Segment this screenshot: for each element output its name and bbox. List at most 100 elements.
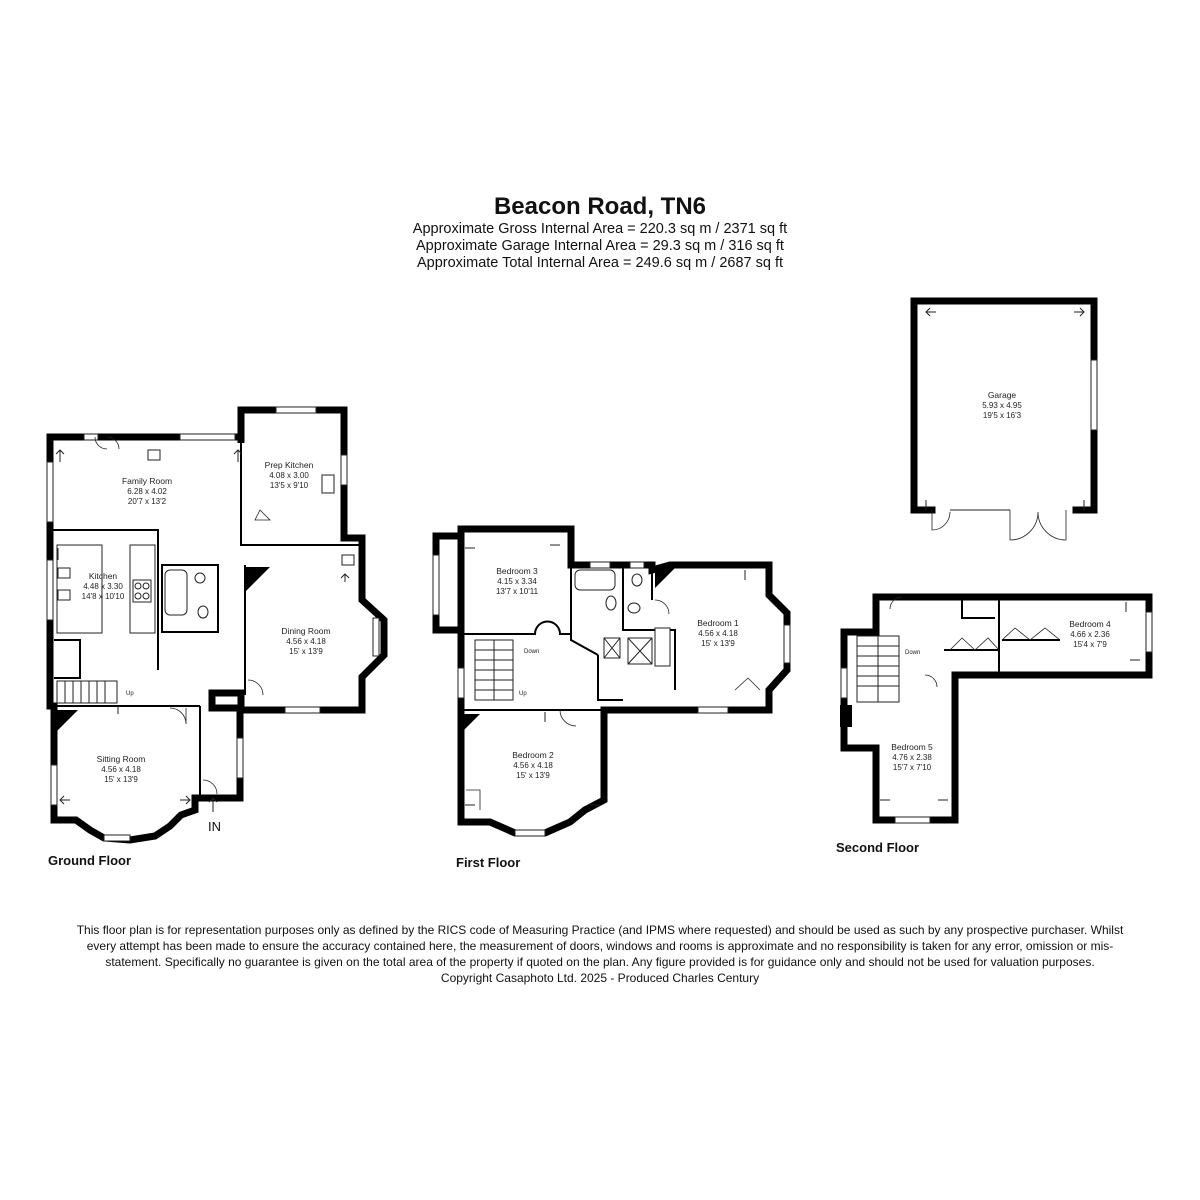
hob-ring-icon xyxy=(134,592,142,600)
garage-outer-wall xyxy=(910,297,1098,514)
shower-icon xyxy=(627,637,653,665)
sitting-room-window xyxy=(50,764,58,806)
garage-side-window xyxy=(1090,359,1098,431)
ground-floor-outer-wall xyxy=(46,406,388,844)
prep-kitchen-window xyxy=(275,406,317,414)
bedroom-2-metric: 4.56 x 4.18 xyxy=(513,761,553,770)
family-room-french-door xyxy=(106,436,120,450)
fireplace-icon xyxy=(147,449,161,461)
kitchen-window xyxy=(46,559,54,621)
ground-floor-plan: Family Room 6.28 x 4.02 20'7 x 13'2 Prep… xyxy=(46,406,388,844)
bedroom-2-imperial: 15' x 13'9 xyxy=(516,771,550,780)
family-room-french-door xyxy=(94,436,108,450)
kitchen-imperial: 14'8 x 10'10 xyxy=(82,592,125,601)
bedroom-4-imperial: 15'4 x 7'9 xyxy=(1073,640,1107,649)
first-floor-label: First Floor xyxy=(456,855,521,870)
kitchen-metric: 4.48 x 3.30 xyxy=(83,582,123,591)
boiler-icon xyxy=(341,554,355,566)
gross-internal-area: Approximate Gross Internal Area = 220.3 … xyxy=(412,221,788,237)
sink-icon xyxy=(57,589,71,601)
second-floor-cupboard xyxy=(961,597,995,619)
kitchen-worktop xyxy=(56,544,103,634)
sitting-room-door xyxy=(169,707,187,725)
property-title: Beacon Road, TN6 xyxy=(493,193,707,220)
bedroom-3-wall xyxy=(461,620,571,635)
ensuite-wall xyxy=(622,565,676,690)
bedroom-2-bay-window xyxy=(514,829,546,837)
prep-kitchen-label: Prep Kitchen xyxy=(265,460,314,470)
bathroom-window xyxy=(589,561,611,569)
first-floor-stairs xyxy=(474,639,514,701)
bedroom-1-window xyxy=(697,706,729,714)
sitting-room-label: Sitting Room xyxy=(97,754,146,764)
bedroom-5-label: Bedroom 5 xyxy=(891,742,933,752)
family-room-label: Family Room xyxy=(122,476,172,486)
garage-imperial: 19'5 x 16'3 xyxy=(983,411,1022,420)
bath-icon xyxy=(164,569,188,616)
basin-icon xyxy=(194,572,206,584)
hob-icon xyxy=(132,579,152,603)
prep-kitchen-step xyxy=(254,509,271,521)
second-floor-plan: Bedroom 4 4.66 x 2.36 15'4 x 7'9 Bedroom… xyxy=(840,593,1153,824)
hob-ring-icon xyxy=(134,582,142,590)
first-stairs-up-label: Up xyxy=(519,691,527,697)
second-floor-stairs xyxy=(856,635,900,703)
first-stairs-down-label: Down xyxy=(524,649,539,655)
bedroom-4-metric: 4.66 x 2.36 xyxy=(1070,630,1110,639)
family-room-side-window xyxy=(46,461,54,523)
garage-internal-area: Approximate Garage Internal Area = 29.3 … xyxy=(416,238,784,254)
kitchen-wall xyxy=(50,529,159,670)
prep-kitchen-imperial: 13'5 x 9'10 xyxy=(270,481,309,490)
second-floor-door xyxy=(889,596,903,610)
bedroom-1-door xyxy=(654,599,670,615)
sink-icon xyxy=(57,567,71,579)
wardrobe-icon xyxy=(654,627,671,667)
dimension-arrows xyxy=(55,307,1140,806)
entrance-label: IN xyxy=(208,819,221,834)
eaves-storage-doors xyxy=(949,637,1000,651)
first-floor-bath-icon xyxy=(574,569,616,591)
bedroom-2-door xyxy=(559,709,577,727)
kitchen-label: Kitchen xyxy=(89,571,118,581)
bedroom-2-corner-infill xyxy=(461,714,480,733)
hob-ring-icon xyxy=(142,592,150,600)
dining-room-bay-window xyxy=(372,617,380,657)
plan-footer: This floor plan is for representation pu… xyxy=(70,922,1130,986)
family-room-imperial: 20'7 x 13'2 xyxy=(128,497,167,506)
dining-room-metric: 4.56 x 4.18 xyxy=(286,637,326,646)
bedroom-5-door xyxy=(924,674,938,688)
ground-stairs-up-label: Up xyxy=(126,691,134,697)
bedroom-3-metric: 4.15 x 3.34 xyxy=(497,577,537,586)
sitting-room-corner-infill xyxy=(54,710,78,734)
hob-ring-icon xyxy=(142,582,150,590)
total-internal-area: Approximate Total Internal Area = 249.6 … xyxy=(416,255,784,271)
first-floor-plan: Bedroom 3 4.15 x 3.34 13'7 x 10'11 Bedro… xyxy=(432,525,791,837)
bedroom-5-metric: 4.76 x 2.38 xyxy=(892,753,932,762)
bedroom-4-window xyxy=(1145,611,1153,653)
prep-kitchen-sink-icon xyxy=(321,474,335,494)
second-stairs-down-label: Down xyxy=(905,650,920,656)
family-room-door-glazing xyxy=(83,433,99,441)
ensuite-window xyxy=(629,561,645,569)
family-room-window xyxy=(179,433,236,441)
prep-kitchen-side-window xyxy=(340,454,348,486)
bedroom-3-bay-window xyxy=(432,554,440,616)
bedroom-1-imperial: 15' x 13'9 xyxy=(701,639,735,648)
under-stair-cupboard xyxy=(54,639,81,679)
bedroom-1-wardrobe xyxy=(734,677,761,691)
bedroom-5-window xyxy=(894,816,931,824)
disclaimer-text: This floor plan is for representation pu… xyxy=(76,923,1124,969)
sitting-room-metric: 4.56 x 4.18 xyxy=(101,765,141,774)
dining-room-imperial: 15' x 13'9 xyxy=(289,647,323,656)
stair-window xyxy=(840,667,848,699)
airing-cupboard xyxy=(597,655,623,701)
bathroom-wall xyxy=(570,565,599,656)
ensuite-wc-icon xyxy=(631,573,643,587)
bedroom-2-label: Bedroom 2 xyxy=(512,750,554,760)
dining-room-door xyxy=(247,679,264,696)
second-floor-label: Second Floor xyxy=(836,840,920,855)
dining-room-corner-infill xyxy=(245,567,270,592)
first-floor-wc-icon xyxy=(605,595,617,611)
garage-double-door xyxy=(1009,510,1067,541)
family-room-metric: 6.28 x 4.02 xyxy=(127,487,167,496)
